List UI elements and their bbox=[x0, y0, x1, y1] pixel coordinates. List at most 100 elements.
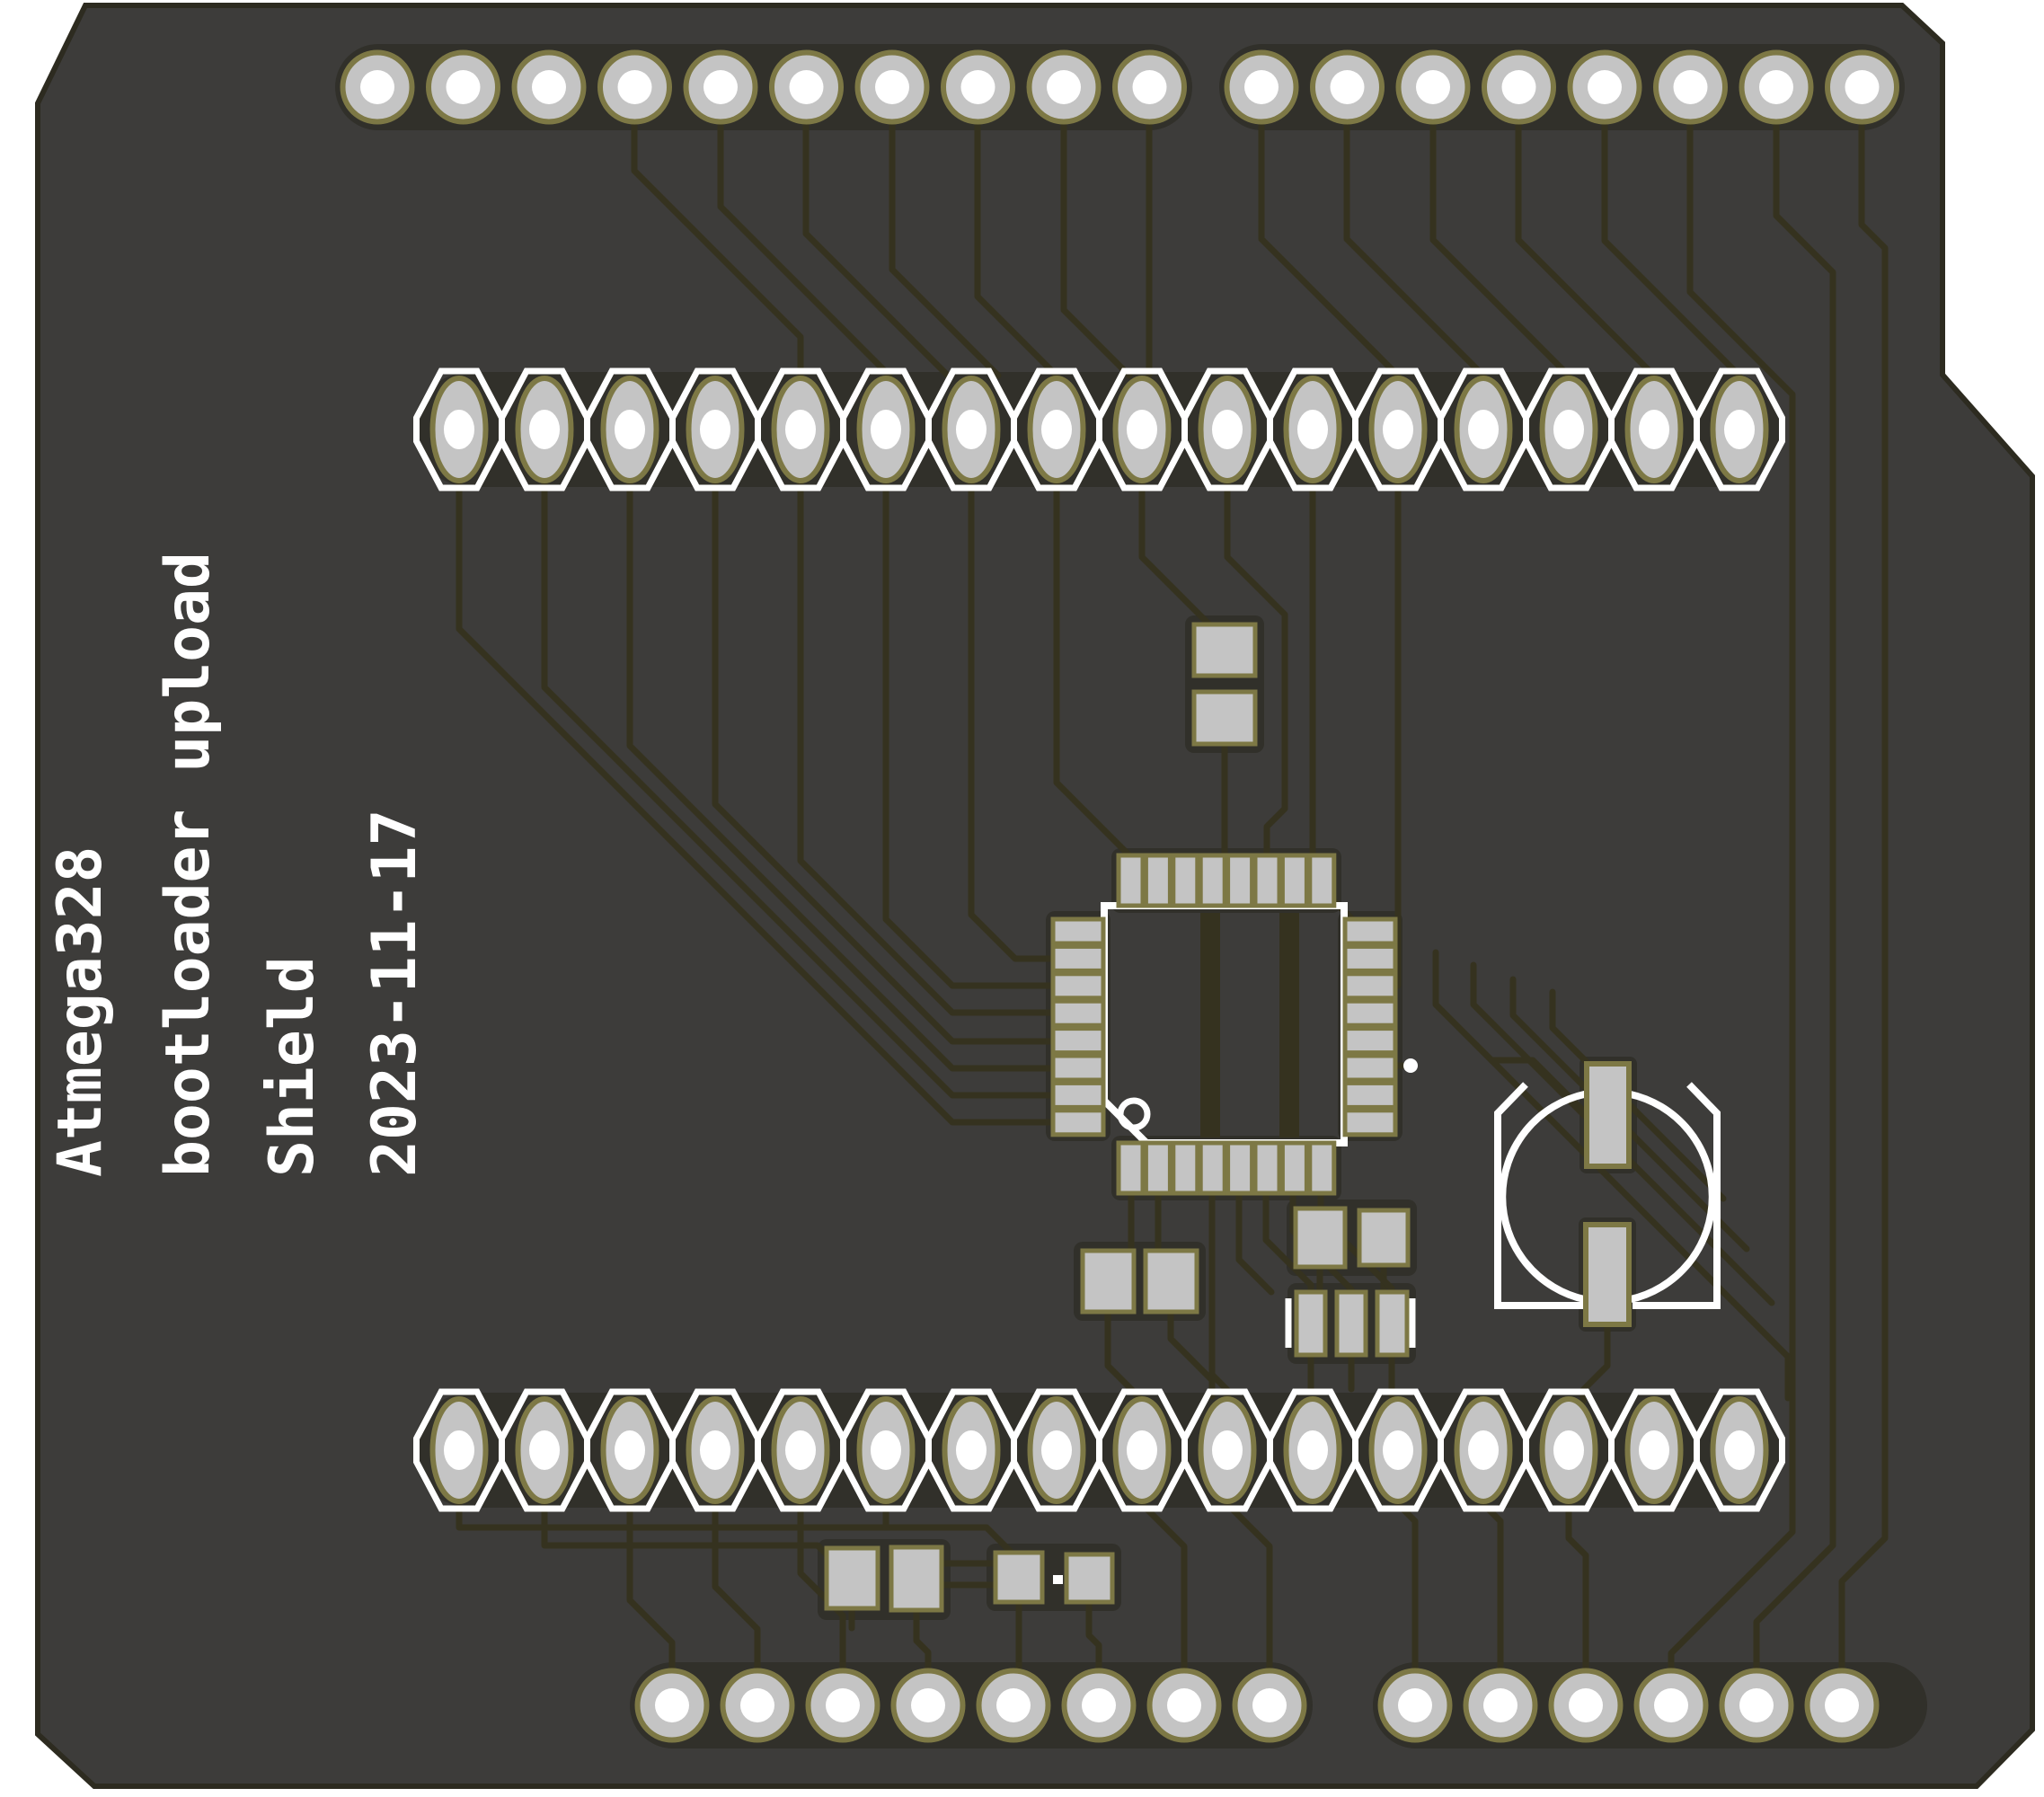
oval-pad-hole bbox=[871, 1430, 901, 1470]
th-pad-hole bbox=[1654, 1688, 1688, 1722]
th-pad-hole bbox=[1759, 70, 1793, 104]
smd-pad bbox=[1334, 1289, 1368, 1358]
ic-pad bbox=[1050, 943, 1106, 973]
th-pad-hole bbox=[740, 1688, 774, 1722]
ic-pad bbox=[1342, 943, 1398, 973]
copper-trace bbox=[1549, 988, 1727, 1202]
th-pad-hole bbox=[826, 1688, 860, 1722]
copper-trace bbox=[1138, 480, 1228, 643]
ic-pad bbox=[1226, 1140, 1255, 1196]
smd-pad bbox=[1191, 689, 1258, 747]
copper-trace bbox=[712, 480, 1057, 1045]
smd-pad bbox=[1143, 1248, 1199, 1315]
ic-pad bbox=[1171, 853, 1200, 908]
oval-pad-hole bbox=[615, 410, 645, 449]
ic-pad bbox=[1050, 1026, 1106, 1056]
oval-pad-hole bbox=[1297, 1430, 1328, 1470]
oval-pad-hole bbox=[1724, 1430, 1755, 1470]
oval-pad-hole bbox=[1639, 1430, 1669, 1470]
ic-pad bbox=[1342, 916, 1398, 946]
copper-trace bbox=[1262, 1189, 1314, 1296]
copper-trace bbox=[1343, 122, 1487, 379]
ic-pad bbox=[1198, 1140, 1227, 1196]
copper-trace bbox=[1224, 480, 1288, 858]
oval-pad-hole bbox=[444, 1430, 474, 1470]
th-pad-hole bbox=[1047, 70, 1081, 104]
th-pad-hole bbox=[446, 70, 481, 104]
ic-pad bbox=[1050, 971, 1106, 1001]
ic-pad bbox=[1342, 971, 1398, 1001]
ic-inner-trace bbox=[1200, 913, 1220, 1138]
copper-trace bbox=[1668, 122, 1796, 1672]
oval-pad-hole bbox=[1127, 410, 1157, 449]
oval-pad-hole bbox=[1553, 410, 1584, 449]
ic-pad bbox=[1050, 1108, 1106, 1138]
copper-trace bbox=[1429, 122, 1572, 379]
copper-trace bbox=[1515, 122, 1658, 379]
oval-pad-hole bbox=[615, 1430, 645, 1470]
silk-octagon bbox=[1694, 1388, 1785, 1512]
ic-pad bbox=[1050, 916, 1106, 946]
th-pad-hole bbox=[1673, 70, 1708, 104]
copper-trace bbox=[1601, 122, 1743, 379]
silk-text-line: Shield bbox=[257, 956, 328, 1177]
oval-pad-hole bbox=[785, 1430, 816, 1470]
th-pad-hole bbox=[703, 70, 738, 104]
board-outline bbox=[35, 2, 2035, 1789]
oval-pad-hole bbox=[956, 410, 987, 449]
oval-pad-hole bbox=[956, 1430, 987, 1470]
th-pad-hole bbox=[1501, 70, 1536, 104]
ic-pad bbox=[1342, 1108, 1398, 1138]
oval-pad-hole bbox=[1639, 410, 1669, 449]
smd-pad bbox=[1191, 622, 1258, 678]
smd-pad bbox=[1375, 1289, 1410, 1358]
th-pad-hole bbox=[1483, 1688, 1518, 1722]
copper-trace bbox=[1060, 122, 1133, 379]
copper-trace bbox=[712, 1500, 761, 1672]
copper-trace bbox=[1432, 949, 1792, 1402]
silk-text-line: bootloader upload bbox=[153, 552, 224, 1177]
via-dot bbox=[1403, 1058, 1418, 1073]
smd-pad bbox=[1080, 1248, 1137, 1315]
oval-pad-hole bbox=[1127, 1430, 1157, 1470]
oval-pad-hole bbox=[444, 410, 474, 449]
th-pad-hole bbox=[532, 70, 566, 104]
copper-trace bbox=[626, 480, 1057, 1072]
th-pad-hole bbox=[1416, 70, 1450, 104]
ic-pad bbox=[1143, 853, 1172, 908]
copper-trace bbox=[1838, 122, 1889, 1672]
th-pad-hole bbox=[1330, 70, 1365, 104]
th-pad-hole bbox=[1588, 70, 1622, 104]
th-pad-hole bbox=[960, 70, 995, 104]
th-pad-hole bbox=[911, 1688, 945, 1722]
ic-pad bbox=[1116, 853, 1146, 908]
oval-pad-hole bbox=[871, 410, 901, 449]
ic-pad bbox=[1307, 853, 1337, 908]
smd-pad bbox=[993, 1550, 1045, 1605]
copper-trace bbox=[802, 122, 951, 379]
copper-trace bbox=[1753, 122, 1836, 1672]
copper-trace bbox=[882, 480, 1057, 989]
smd-pad bbox=[1293, 1206, 1348, 1270]
copper-trace bbox=[1224, 1500, 1273, 1672]
ic-pad bbox=[1307, 1140, 1337, 1196]
copper-trace bbox=[797, 1500, 846, 1672]
th-pad-hole bbox=[1569, 1688, 1603, 1722]
copper-trace bbox=[456, 480, 1057, 1126]
th-pad-hole bbox=[1739, 1688, 1774, 1722]
th-pad-hole bbox=[875, 70, 909, 104]
battery-circle bbox=[1499, 1090, 1587, 1304]
oval-pad-hole bbox=[529, 410, 560, 449]
ic-pad bbox=[1279, 853, 1309, 908]
oval-pad-hole bbox=[1383, 410, 1413, 449]
copper-trace bbox=[1138, 1500, 1188, 1672]
oval-pad-hole bbox=[1212, 1430, 1243, 1470]
ic-pad bbox=[1198, 853, 1227, 908]
copper-trace bbox=[1509, 976, 1750, 1253]
ic-pin1-marker bbox=[1117, 1097, 1151, 1131]
copper-trace bbox=[1258, 122, 1402, 379]
oval-pad-hole bbox=[1297, 410, 1328, 449]
copper-trace bbox=[1579, 1321, 1611, 1405]
